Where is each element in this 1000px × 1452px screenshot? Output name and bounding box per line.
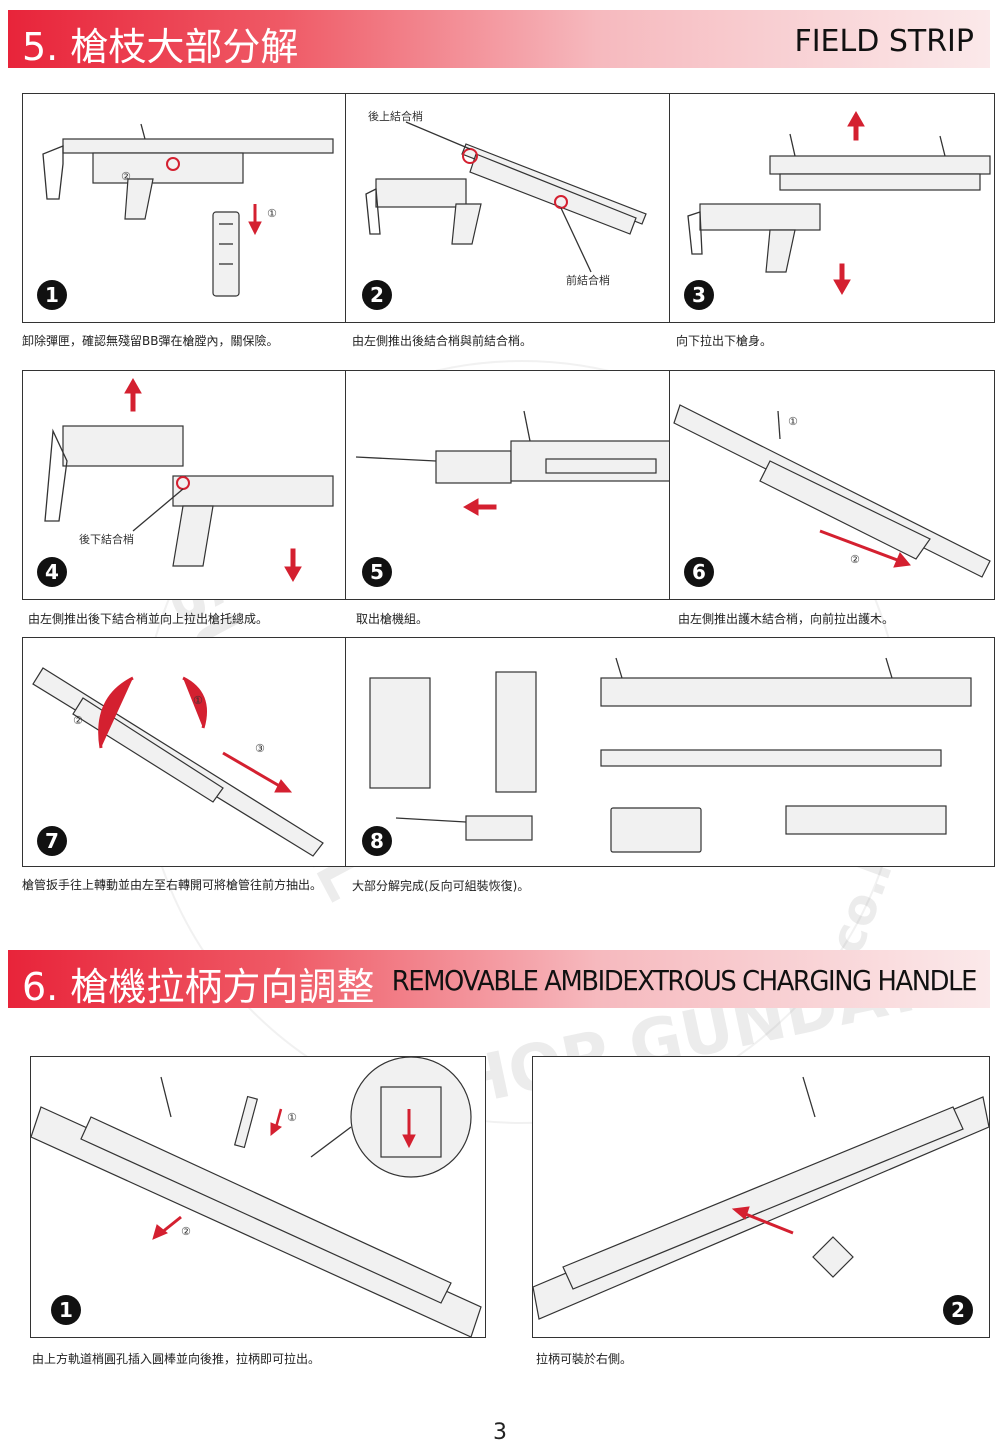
handle-step2-panel: 2	[532, 1056, 990, 1338]
step6-number: 6	[684, 557, 714, 587]
step5-panel: 5	[345, 370, 671, 600]
step7-panel: ① ② ③ 7	[22, 637, 347, 867]
section5-banner: 5. 槍枝大部分解 FIELD STRIP	[8, 10, 990, 69]
step6-caption: 由左側推出護木結合梢，向前拉出護木。	[678, 612, 895, 626]
step3-panel: 3	[669, 93, 995, 323]
step7-number: 7	[37, 826, 67, 856]
page-number: 3	[493, 1420, 507, 1445]
step6-callout-1: ①	[788, 415, 798, 428]
step1-callout-2: ②	[121, 170, 131, 183]
handle-step2-number: 2	[943, 1295, 973, 1325]
step3-caption: 向下拉出下槍身。	[676, 334, 773, 348]
handle-step2-caption: 拉柄可裝於右側。	[536, 1352, 633, 1366]
step4-number: 4	[37, 557, 67, 587]
handle-step1-callout-1: ①	[287, 1111, 297, 1124]
step6-panel: ① ② 6	[669, 370, 995, 600]
step1-caption: 卸除彈匣，確認無殘留BB彈在槍膛內，關保險。	[22, 334, 279, 348]
step8-panel: 8	[345, 637, 995, 867]
step7-callout-1: ①	[193, 694, 203, 707]
handle-step1-caption: 由上方軌道梢圓孔插入圓棒並向後推，拉柄即可拉出。	[32, 1352, 321, 1366]
step1-callout-1: ①	[267, 207, 277, 220]
step4-panel: 後下結合梢 4	[22, 370, 347, 600]
step2-label-rear-pin: 後上結合梢	[368, 110, 423, 123]
section6-title-en: REMOVABLE AMBIDEXTROUS CHARGING HANDLE	[391, 964, 978, 997]
section6-banner: 6. 槍機拉柄方向調整 REMOVABLE AMBIDEXTROUS CHARG…	[8, 950, 990, 1009]
step5-number: 5	[362, 557, 392, 587]
step7-callout-3: ③	[255, 742, 265, 755]
step1-number: 1	[37, 280, 67, 310]
section5-title: 5. 槍枝大部分解	[22, 25, 299, 69]
step7-callout-2: ②	[73, 714, 83, 727]
step4-label-rear-lower-pin: 後下結合梢	[79, 533, 134, 546]
section5-title-en: FIELD STRIP	[794, 24, 974, 59]
step7-caption: 槍管扳手往上轉動並由左至右轉開可將槍管往前方抽出。	[22, 878, 323, 892]
step2-number: 2	[362, 280, 392, 310]
section6-title: 6. 槍機拉柄方向調整	[22, 965, 375, 1009]
handle-step1-number: 1	[51, 1295, 81, 1325]
step1-panel: ① ② 1	[22, 93, 347, 323]
step2-label-front-pin: 前結合梢	[566, 274, 610, 287]
step4-caption: 由左側推出後下結合梢並向上拉出槍托總成。	[28, 612, 269, 626]
step8-number: 8	[362, 826, 392, 856]
step6-callout-2: ②	[850, 553, 860, 566]
step8-caption: 大部分解完成(反向可組裝恢復)。	[352, 879, 530, 893]
step2-caption: 由左側推出後結合梢與前結合梢。	[352, 334, 533, 348]
step2-panel: 後上結合梢 前結合梢 2	[345, 93, 671, 323]
handle-step1-panel: ① ② 1	[30, 1056, 486, 1338]
step3-number: 3	[684, 280, 714, 310]
step5-caption: 取出槍機組。	[356, 612, 429, 626]
handle-step1-callout-2: ②	[181, 1225, 191, 1238]
